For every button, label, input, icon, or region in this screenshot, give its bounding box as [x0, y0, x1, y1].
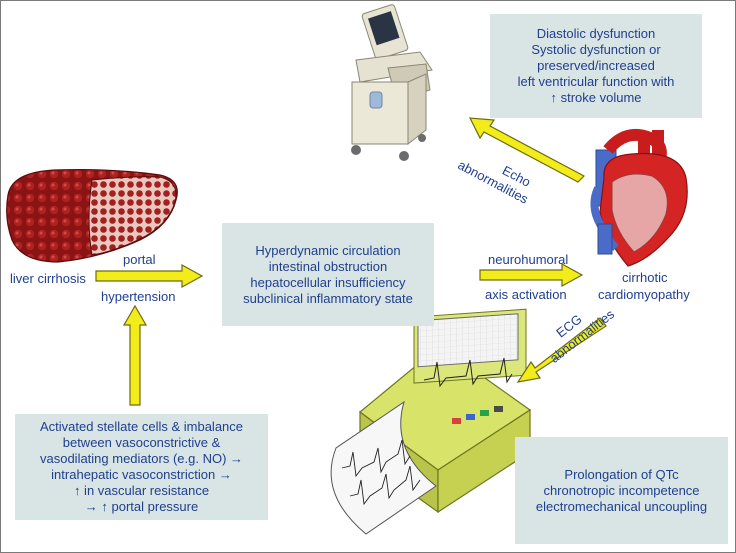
ecg-finding-2: chronotropic incompetence — [543, 482, 700, 498]
arrow-stellate-to-portal — [122, 304, 148, 406]
central-mechanisms-box: Hyperdynamic circulation intestinal obst… — [222, 223, 434, 326]
echo-finding-2: Systolic dysfunction or — [531, 42, 661, 57]
central-line-3: hepatocellular insufficiency — [250, 274, 406, 290]
cardiomyopathy-label: cardiomyopathy — [598, 287, 690, 302]
central-line-4: subclinical inflammatory state — [243, 290, 413, 306]
ecg-machine-illustration — [330, 308, 532, 535]
ecg-finding-3: electromechanical uncoupling — [535, 498, 708, 514]
echo-finding-5: ↑ stroke volume — [550, 90, 642, 105]
ecg-finding-1: Prolongation of QTc — [564, 466, 679, 482]
portal-label: portal — [123, 252, 156, 267]
stellate-cells-box: Activated stellate cells & imbalance bet… — [15, 414, 268, 520]
axis-activation-label: axis activation — [485, 287, 567, 302]
arrow-liver-to-central — [95, 263, 204, 289]
stellate-line-1: Activated stellate cells & imbalance — [39, 419, 244, 434]
stellate-line-5: ↑ in vascular resistance — [73, 483, 210, 498]
cirrhotic-label: cirrhotic — [622, 270, 668, 285]
echo-machine-illustration — [351, 4, 433, 161]
heart-illustration — [590, 129, 688, 267]
arrow-heart-to-ecg — [516, 317, 607, 383]
ecg-findings-box: Prolongation of QTc chronotropic incompe… — [515, 437, 728, 544]
echo-finding-1: Diastolic dysfunction — [536, 26, 656, 41]
central-line-1: Hyperdynamic circulation — [255, 242, 401, 258]
stellate-line-6: → ↑ portal pressure — [84, 499, 199, 514]
neurohumoral-label: neurohumoral — [488, 252, 569, 267]
stellate-line-4: intrahepatic vasoconstriction → — [51, 467, 232, 482]
echo-finding-4: left ventricular function with — [517, 74, 675, 89]
stellate-line-3: vasodilating mediators (e.g. NO) → — [39, 451, 244, 466]
arrow-heart-to-echo — [468, 117, 585, 183]
liver-cirrhosis-label: liver cirrhosis — [10, 271, 86, 286]
liver-illustration — [6, 168, 178, 263]
central-line-2: intestinal obstruction — [268, 258, 388, 274]
hypertension-label: hypertension — [101, 289, 176, 304]
arrow-central-to-heart — [479, 262, 584, 288]
echo-finding-3: preserved/increased — [537, 58, 655, 73]
echo-findings-box: Diastolic dysfunction Systolic dysfuncti… — [490, 14, 702, 118]
stellate-line-2: between vasoconstrictive & — [62, 435, 221, 450]
